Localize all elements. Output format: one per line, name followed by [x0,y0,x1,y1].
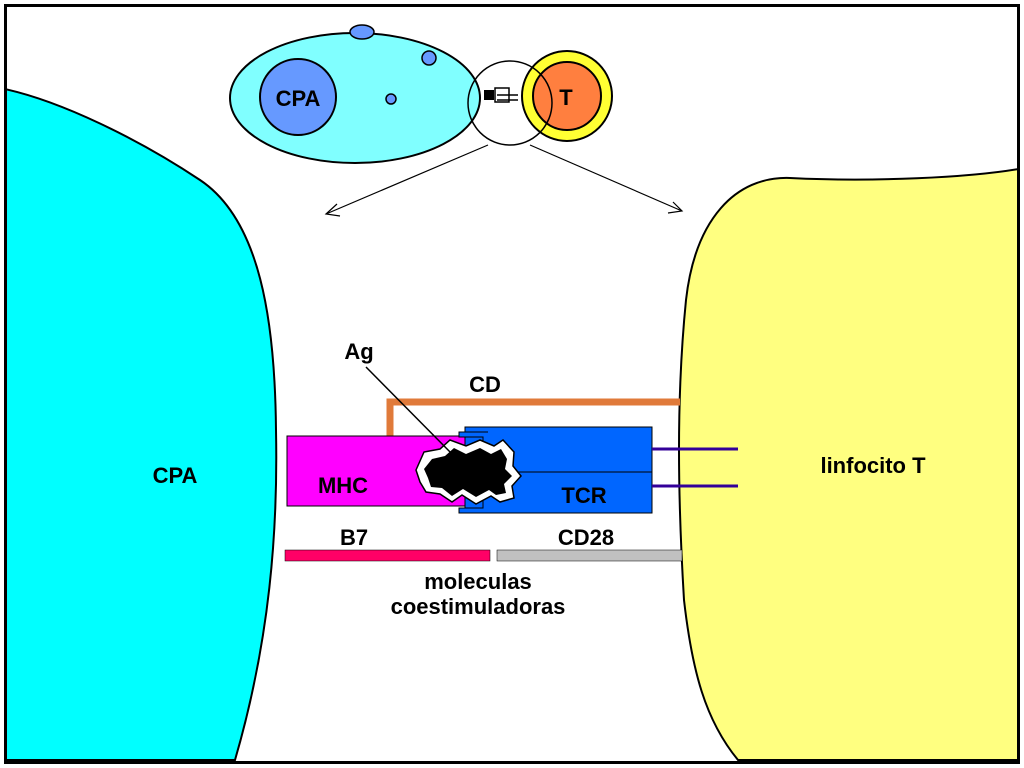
overview-synapse-mark [484,90,494,100]
b7-molecule [284,549,491,562]
b7-label: B7 [340,525,368,550]
ag-pointer [365,366,456,458]
overview-cpa-nucleus [259,58,337,136]
costimulatory-label-line1: moleculas [424,569,532,594]
overview-illustration: CPA T [229,24,613,164]
zoom-arrow-left [325,144,489,215]
cpa-label: CPA [153,463,198,488]
overview-cpa-label: CPA [276,86,321,111]
overview-vesicle [349,24,375,40]
costimulatory-label-line2: coestimuladoras [391,594,566,619]
cd-label: CD [469,372,501,397]
cd-connector [386,398,680,448]
overview-vesicle [421,50,437,66]
overview-t-label: T [559,85,573,110]
tcr-label: TCR [561,483,606,508]
ag-label: Ag [344,339,373,364]
zoom-arrows [324,144,684,217]
linfocito-label: linfocito T [820,453,926,478]
t-cell [678,168,1017,761]
cd28-molecule [496,549,683,562]
overview-t-cell-inner [532,61,602,131]
cd28-label: CD28 [558,525,614,550]
mhc-label: MHC [318,473,368,498]
overview-magnifier-circle [467,60,553,146]
antigen [424,448,512,497]
zoom-arrow-right [529,144,683,212]
cpa-cell [7,88,278,761]
overview-vesicle [385,93,397,105]
